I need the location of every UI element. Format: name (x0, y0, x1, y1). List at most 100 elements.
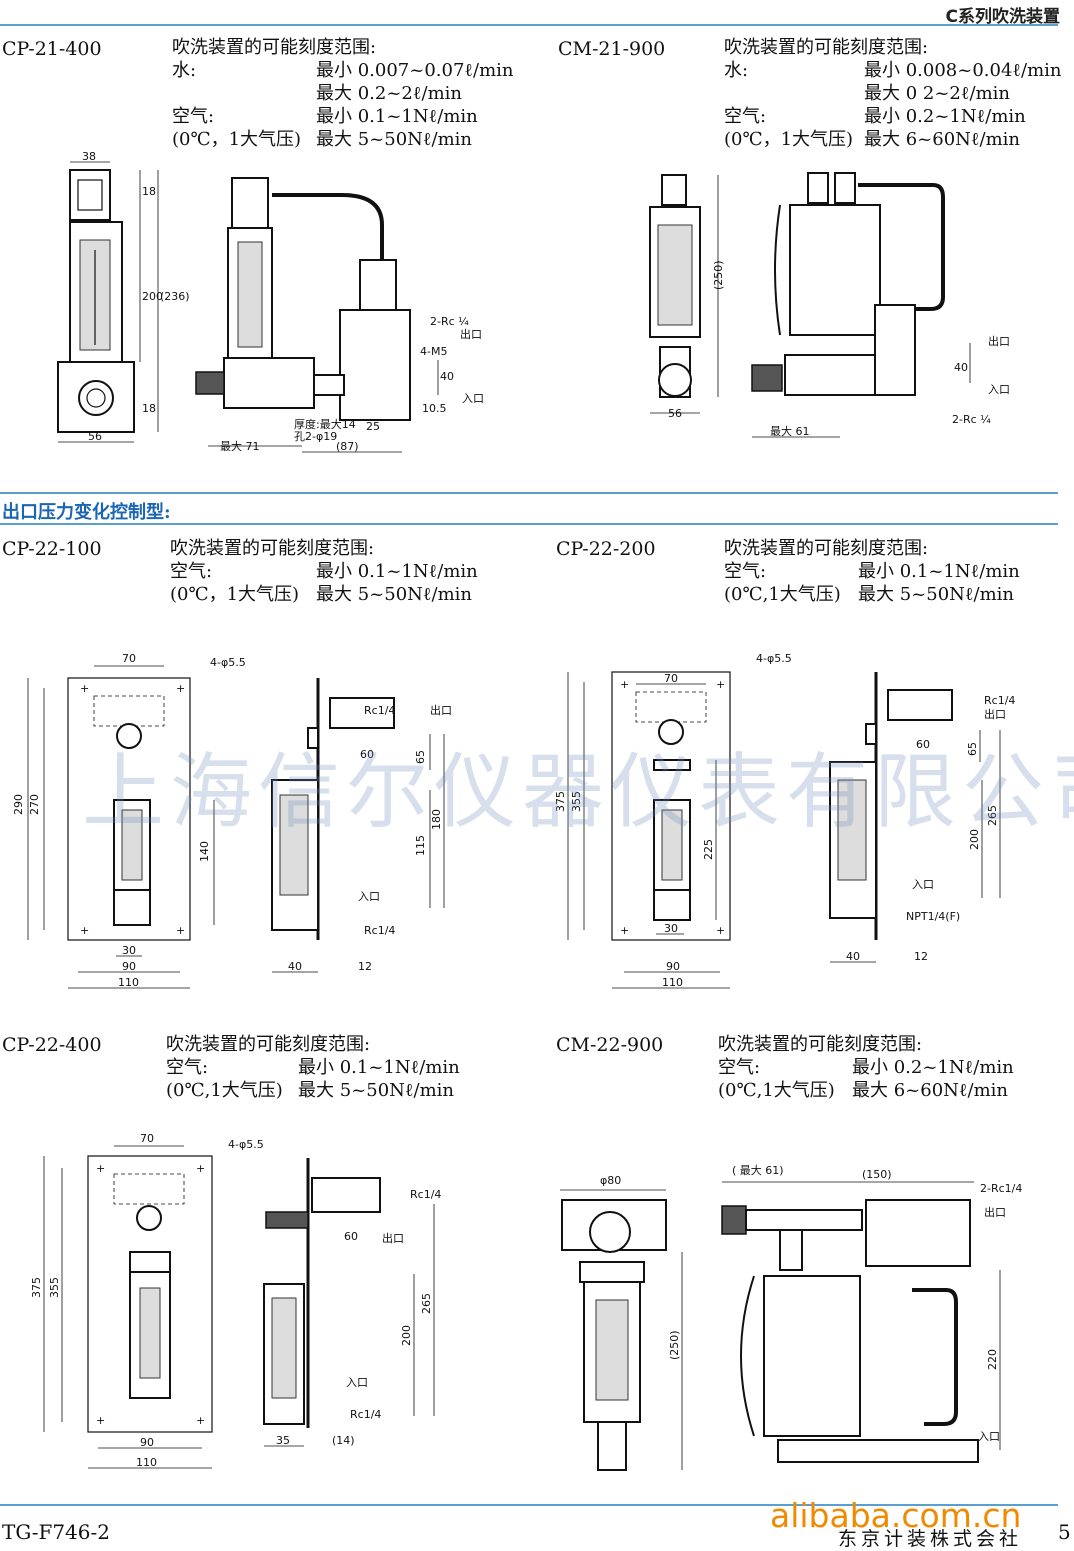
spec-value: 最小 0.1~1Nℓ/min (316, 106, 478, 127)
drawing-part (661, 809, 683, 881)
spec-cp-22-400: 吹洗装置的可能刻度范围: 空气:最小 0.1~1Nℓ/min (0℃,1大气压)… (166, 1033, 460, 1102)
section-rule-bottom (0, 523, 1058, 525)
callout: 入口 (988, 383, 1010, 396)
drawing-part (834, 172, 856, 204)
dim-label: 60 (360, 748, 374, 761)
drawing-part (858, 183, 945, 311)
dim-label: 110 (118, 976, 139, 989)
drawing-part (87, 1155, 213, 1433)
drawing-part (86, 388, 106, 408)
drawing-part (658, 719, 684, 745)
drawing-part (653, 759, 691, 771)
dim-label: 65 (966, 742, 979, 756)
drawing-part (329, 697, 395, 729)
dim-label: 375 (30, 1277, 43, 1298)
section-rule-top (0, 492, 1058, 494)
dim-label: 最大 61 (770, 424, 810, 438)
drawing-part (113, 1173, 185, 1205)
callout: 厚度:最大14 (294, 417, 356, 431)
model-cm-22-900: CM-22-900 (556, 1034, 664, 1056)
dim-label: 最大 71 (220, 439, 260, 453)
callout: 出口 (460, 327, 482, 341)
drawing-part (589, 1211, 631, 1253)
spec-value: 最大 6~60Nℓ/min (852, 1080, 1009, 1101)
model-cm-21-900: CM-21-900 (558, 38, 666, 60)
dim-label: 70 (122, 652, 136, 665)
drawing-part (774, 204, 781, 336)
spec-cm-21-900: 吹洗装置的可能刻度范围: 水:最小 0.008~0.04ℓ/min 最大 0 2… (724, 36, 1062, 151)
header-title: C系列吹洗装置 (945, 7, 1060, 27)
spec-value: 最小 0.007~0.07ℓ/min (316, 60, 514, 81)
drawing-part: + (716, 924, 725, 937)
callout: 2-Rc1/4 (980, 1182, 1022, 1195)
callout: 4-M5 (420, 345, 447, 358)
dim-label: 110 (136, 1456, 157, 1469)
drawing-part (721, 1205, 747, 1235)
drawing-part (231, 177, 269, 229)
spec-value: 最大 0.2~2ℓ/min (316, 83, 462, 104)
model-cp-22-200: CP-22-200 (556, 538, 656, 560)
callout: 2-Rc ¼ (430, 315, 469, 328)
dim-label: 12 (914, 950, 928, 963)
drawing-cp-21-400: 38 18 200 (236) 18 56 2-Rc ¼ 出口 4-M5 40 … (57, 150, 484, 453)
callout: 入口 (462, 392, 484, 405)
dim-label: 18 (142, 402, 156, 415)
spec-value: 最小 0.2~1Nℓ/min (864, 106, 1026, 127)
drawing-part (887, 689, 953, 721)
drawing-part (784, 354, 876, 396)
drawing-part (265, 1211, 309, 1229)
dim-label: 40 (288, 960, 302, 973)
drawing-cp-22-100: + + + + 70 4-φ5.5 290 270 140 30 90 110 … (12, 652, 452, 989)
callout: 出口 (430, 703, 452, 717)
spec-label: (0℃,1大气压) (718, 1080, 835, 1101)
spec-label: (0℃，1大气压) (172, 129, 302, 150)
dim-label: 40 (954, 361, 968, 374)
spec-label: (0℃,1大气压) (166, 1080, 283, 1101)
dim-label: 60 (916, 738, 930, 751)
drawing-part (129, 1251, 171, 1273)
drawing-part (195, 371, 225, 395)
callout: Rc1/4 (410, 1188, 441, 1201)
spec-value: 最大 0 2~2ℓ/min (864, 83, 1010, 104)
spec-value: 最小 0.1~1Nℓ/min (316, 561, 478, 582)
spec-heading: 吹洗装置的可能刻度范围: (724, 538, 929, 559)
dim-label: 290 (12, 794, 25, 815)
drawing-part (272, 193, 384, 275)
callout: 入口 (346, 1376, 368, 1389)
callout: Rc1/4 (364, 704, 395, 717)
callout: 2-Rc ¼ (952, 413, 991, 426)
callout: Rc1/4 (364, 924, 395, 937)
drawing-part (67, 677, 191, 941)
dim-label: 10.5 (422, 402, 447, 415)
drawing-part (93, 695, 165, 727)
dim-label: 180 (430, 809, 443, 830)
callout: 出口 (984, 707, 1006, 721)
footer-code: TG-F746-2 (2, 1520, 110, 1544)
drawing-part (740, 1275, 755, 1437)
dim-label: 56 (668, 407, 682, 420)
drawing-part (69, 169, 111, 221)
callout: 入口 (358, 890, 380, 903)
dim-label: 90 (666, 960, 680, 973)
dim-label: (87) (336, 440, 359, 453)
drawing-part (595, 1299, 629, 1401)
callout: 4-φ5.5 (228, 1138, 264, 1151)
spec-heading: 吹洗装置的可能刻度范围: (166, 1034, 371, 1055)
drawing-part: + (176, 924, 185, 937)
drawing-part (751, 364, 783, 392)
drawing-cm-22-900: φ80 (250) ( 最大 61) (150) 2-Rc1/4 出口 220 … (560, 1163, 1022, 1471)
drawing-part (339, 309, 411, 421)
drawing-part (116, 723, 142, 749)
spec-value: 最小 0.2~1Nℓ/min (852, 1057, 1014, 1078)
drawing-part (657, 224, 693, 326)
spec-value: 最大 5~50Nℓ/min (316, 584, 473, 605)
spec-label: 空气: (724, 106, 767, 127)
dim-label: 70 (140, 1132, 154, 1145)
spec-label: 空气: (718, 1057, 761, 1078)
drawing-part (874, 304, 916, 396)
callout: 出口 (984, 1205, 1006, 1219)
callout: NPT1/4(F) (906, 910, 960, 923)
footer-company: 东京计装株式会社 (838, 1528, 1023, 1550)
dim-label: 65 (414, 750, 427, 764)
spec-cp-22-200: 吹洗装置的可能刻度范围: 空气:最小 0.1~1Nℓ/min (0℃,1大气压)… (724, 537, 1020, 606)
